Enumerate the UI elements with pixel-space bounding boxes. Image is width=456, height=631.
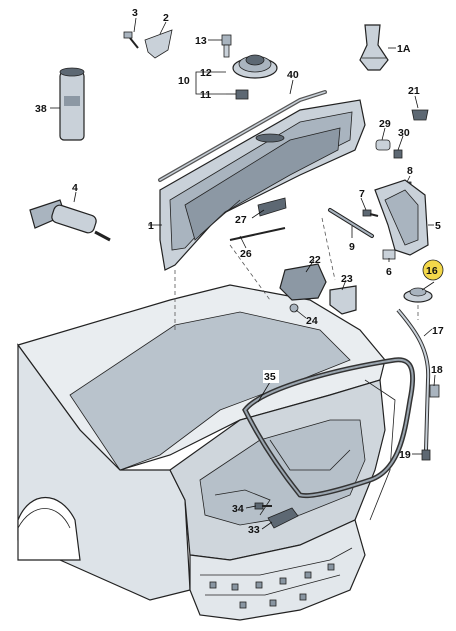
callout-35: 35 — [264, 371, 276, 383]
spray-can-38 — [59, 67, 85, 141]
callout-7: 7 — [359, 188, 365, 200]
callout-6: 6 — [386, 266, 392, 278]
lock-22 — [279, 263, 327, 301]
callout-9: 9 — [349, 241, 355, 253]
bolt-13 — [221, 34, 232, 58]
boot-1A — [359, 24, 389, 71]
plate-33 — [267, 507, 299, 529]
callout-34: 34 — [232, 503, 244, 515]
bracket-2 — [144, 29, 173, 59]
cable-26 — [229, 227, 286, 241]
callout-23: 23 — [341, 273, 353, 285]
emblem-12 — [232, 54, 278, 79]
clip-18 — [429, 384, 440, 398]
latch-cover-27 — [257, 197, 287, 217]
clip-11 — [235, 89, 249, 100]
callout-16: 16 — [426, 265, 438, 277]
callout-22: 22 — [309, 254, 321, 266]
gas-strut-9 — [328, 208, 374, 238]
callout-1: 1 — [148, 220, 154, 232]
bracket-23 — [329, 285, 357, 315]
screw-30 — [393, 149, 403, 159]
callout-26: 26 — [240, 248, 252, 260]
cap-21 — [411, 109, 429, 121]
callout-30: 30 — [398, 127, 410, 139]
callout-1a: 1A — [397, 43, 411, 55]
block-6 — [382, 249, 396, 260]
callout-3: 3 — [132, 7, 138, 19]
damper-4 — [29, 199, 111, 242]
callout-13: 13 — [195, 35, 207, 47]
bumper-29 — [375, 139, 391, 151]
trunk-lid — [159, 99, 366, 271]
screw-3 — [123, 31, 139, 49]
callout-10: 10 — [178, 75, 190, 87]
callout-8: 8 — [407, 165, 413, 177]
callout-16-highlight: 16 — [422, 259, 444, 281]
callout-33: 33 — [248, 524, 260, 536]
callout-11: 11 — [200, 89, 211, 101]
callout-labels: 3 2 13 1A 40 12 10 11 38 21 29 30 8 4 1 … — [35, 7, 444, 536]
callout-5: 5 — [435, 220, 441, 232]
plug-16 — [403, 287, 433, 303]
callout-27: 27 — [235, 214, 247, 226]
callout-4: 4 — [72, 182, 78, 194]
callout-29: 29 — [379, 118, 391, 130]
callout-40: 40 — [287, 69, 299, 81]
callout-38: 38 — [35, 103, 47, 115]
leader-lines — [50, 17, 436, 530]
callout-12: 12 — [200, 67, 212, 79]
callout-19: 19 — [399, 449, 411, 461]
bolt-7 — [362, 209, 379, 217]
nut-19 — [421, 449, 431, 461]
car-body — [17, 284, 396, 621]
callout-2: 2 — [163, 12, 169, 24]
callout-24: 24 — [306, 315, 318, 327]
callout-35-box: 35 — [263, 370, 279, 383]
callout-18: 18 — [431, 364, 443, 376]
callout-17: 17 — [432, 325, 444, 337]
callout-21: 21 — [408, 85, 420, 97]
